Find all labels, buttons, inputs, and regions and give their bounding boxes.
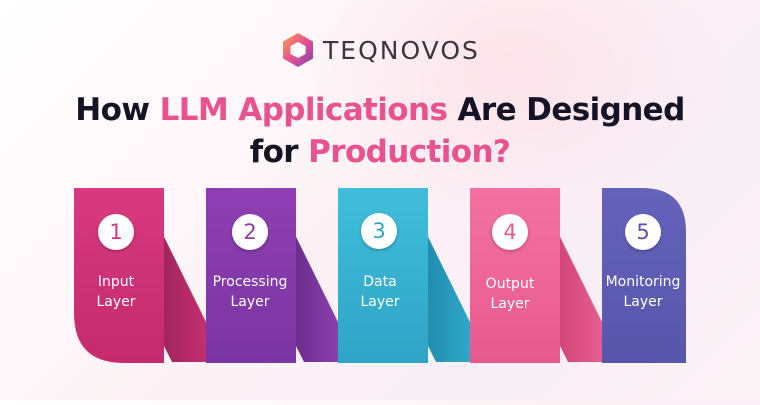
layer-number: 4 [503, 220, 516, 244]
layer-label-output: Output Layer [460, 274, 560, 314]
layer-label-line: Layer [490, 296, 530, 312]
title-text: How [75, 92, 160, 128]
page-title-line-2: for Production? [0, 134, 760, 170]
title-text: Are Designed [447, 92, 685, 128]
title-text: for [249, 134, 309, 170]
layer-label-line: Processing [212, 274, 288, 290]
layer-panel-1 [74, 188, 164, 363]
number-circle [492, 214, 528, 250]
layer-label-monitoring: Monitoring Layer [593, 272, 693, 312]
number-circle [625, 214, 661, 250]
layer-label-line: Input [97, 274, 135, 290]
page-title-line-1: How LLM Applications Are Designed [0, 92, 760, 128]
layer-label-line: Monitoring [605, 274, 681, 290]
number-circle [361, 213, 397, 249]
layer-number: 3 [372, 219, 385, 243]
brand-name: TEQNOVOS [323, 35, 480, 65]
layer-label-line: Data [363, 274, 397, 290]
layer-label-line: Output [485, 276, 535, 292]
title-highlight: LLM Applications [159, 92, 448, 128]
layer-label-line: Layer [623, 294, 663, 310]
brand-logo: TEQNOVOS [281, 30, 480, 70]
layer-label-line: Layer [360, 294, 400, 310]
layer-label-data: Data Layer [330, 272, 430, 312]
layer-number: 2 [243, 220, 256, 244]
layer-label-line: Layer [96, 294, 136, 310]
hexagon-logo-icon [283, 33, 313, 67]
number-circle [232, 214, 268, 250]
number-circle [98, 214, 134, 250]
title-highlight: Production? [308, 134, 511, 170]
layer-panel-5 [602, 188, 686, 363]
layer-number: 5 [636, 220, 649, 244]
layer-label-processing: Processing Layer [200, 272, 300, 312]
layer-number: 1 [109, 220, 122, 244]
layer-label-line: Layer [230, 294, 270, 310]
layer-label-input: Input Layer [66, 272, 166, 312]
